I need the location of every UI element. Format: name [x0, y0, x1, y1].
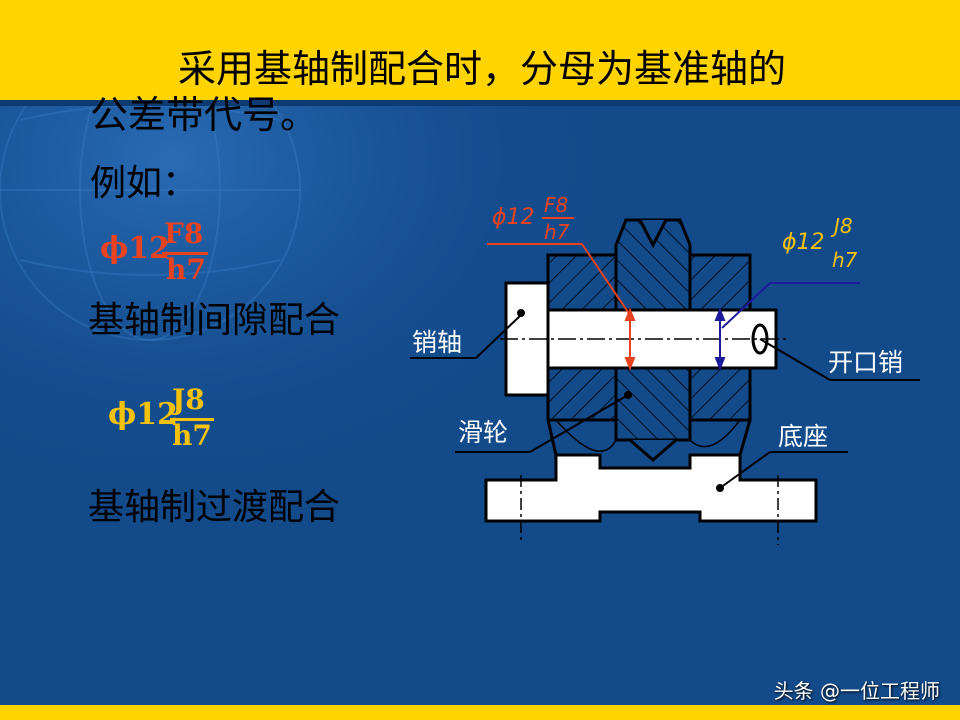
fit-denominator: h7: [172, 419, 212, 452]
label-cotter-pin: 开口销: [828, 348, 904, 377]
red-dimension-lines: [487, 243, 636, 371]
base-part: [484, 453, 818, 523]
label-pulley: 滑轮: [458, 418, 509, 447]
heading-line-2: 公差带代号。: [90, 93, 319, 137]
fit-prefix: ϕ12: [108, 397, 178, 432]
clearance-fit-caption: 基轴制间隙配合: [88, 300, 341, 341]
transition-fit-caption: 基轴制过渡配合: [88, 487, 341, 528]
label-base: 底座: [778, 422, 829, 451]
watermark: 头条 @一位工程师: [773, 679, 940, 703]
bottom-yellow-band: [0, 705, 960, 720]
dim-prefix: ϕ12: [782, 230, 825, 255]
label-pin: 销轴: [412, 328, 463, 357]
fit-numerator: J8: [172, 383, 205, 416]
fit-denominator: h7: [166, 253, 206, 286]
heading-line-1: 采用基轴制配合时，分母为基准轴的: [178, 47, 787, 91]
dim-denominator: h7: [544, 220, 570, 244]
assembly-drawing: [484, 218, 818, 545]
dim-numerator: F8: [544, 193, 569, 217]
blue-dimension-lines: [714, 282, 860, 371]
dim-bar: [542, 217, 574, 219]
example-label: 例如：: [90, 163, 199, 204]
fit-numerator: F8: [164, 217, 204, 250]
fit-prefix: ϕ12: [100, 231, 170, 266]
dim-denominator: h7: [832, 248, 858, 272]
right-support: [688, 253, 752, 312]
dim-numerator: J8: [834, 214, 853, 238]
leader-lines: [410, 309, 920, 492]
fraction-bar: [162, 252, 208, 255]
left-support: [546, 253, 618, 312]
fraction-bar: [170, 418, 214, 421]
dim-prefix: ϕ12: [492, 205, 535, 230]
top-yellow-band: [0, 0, 960, 100]
